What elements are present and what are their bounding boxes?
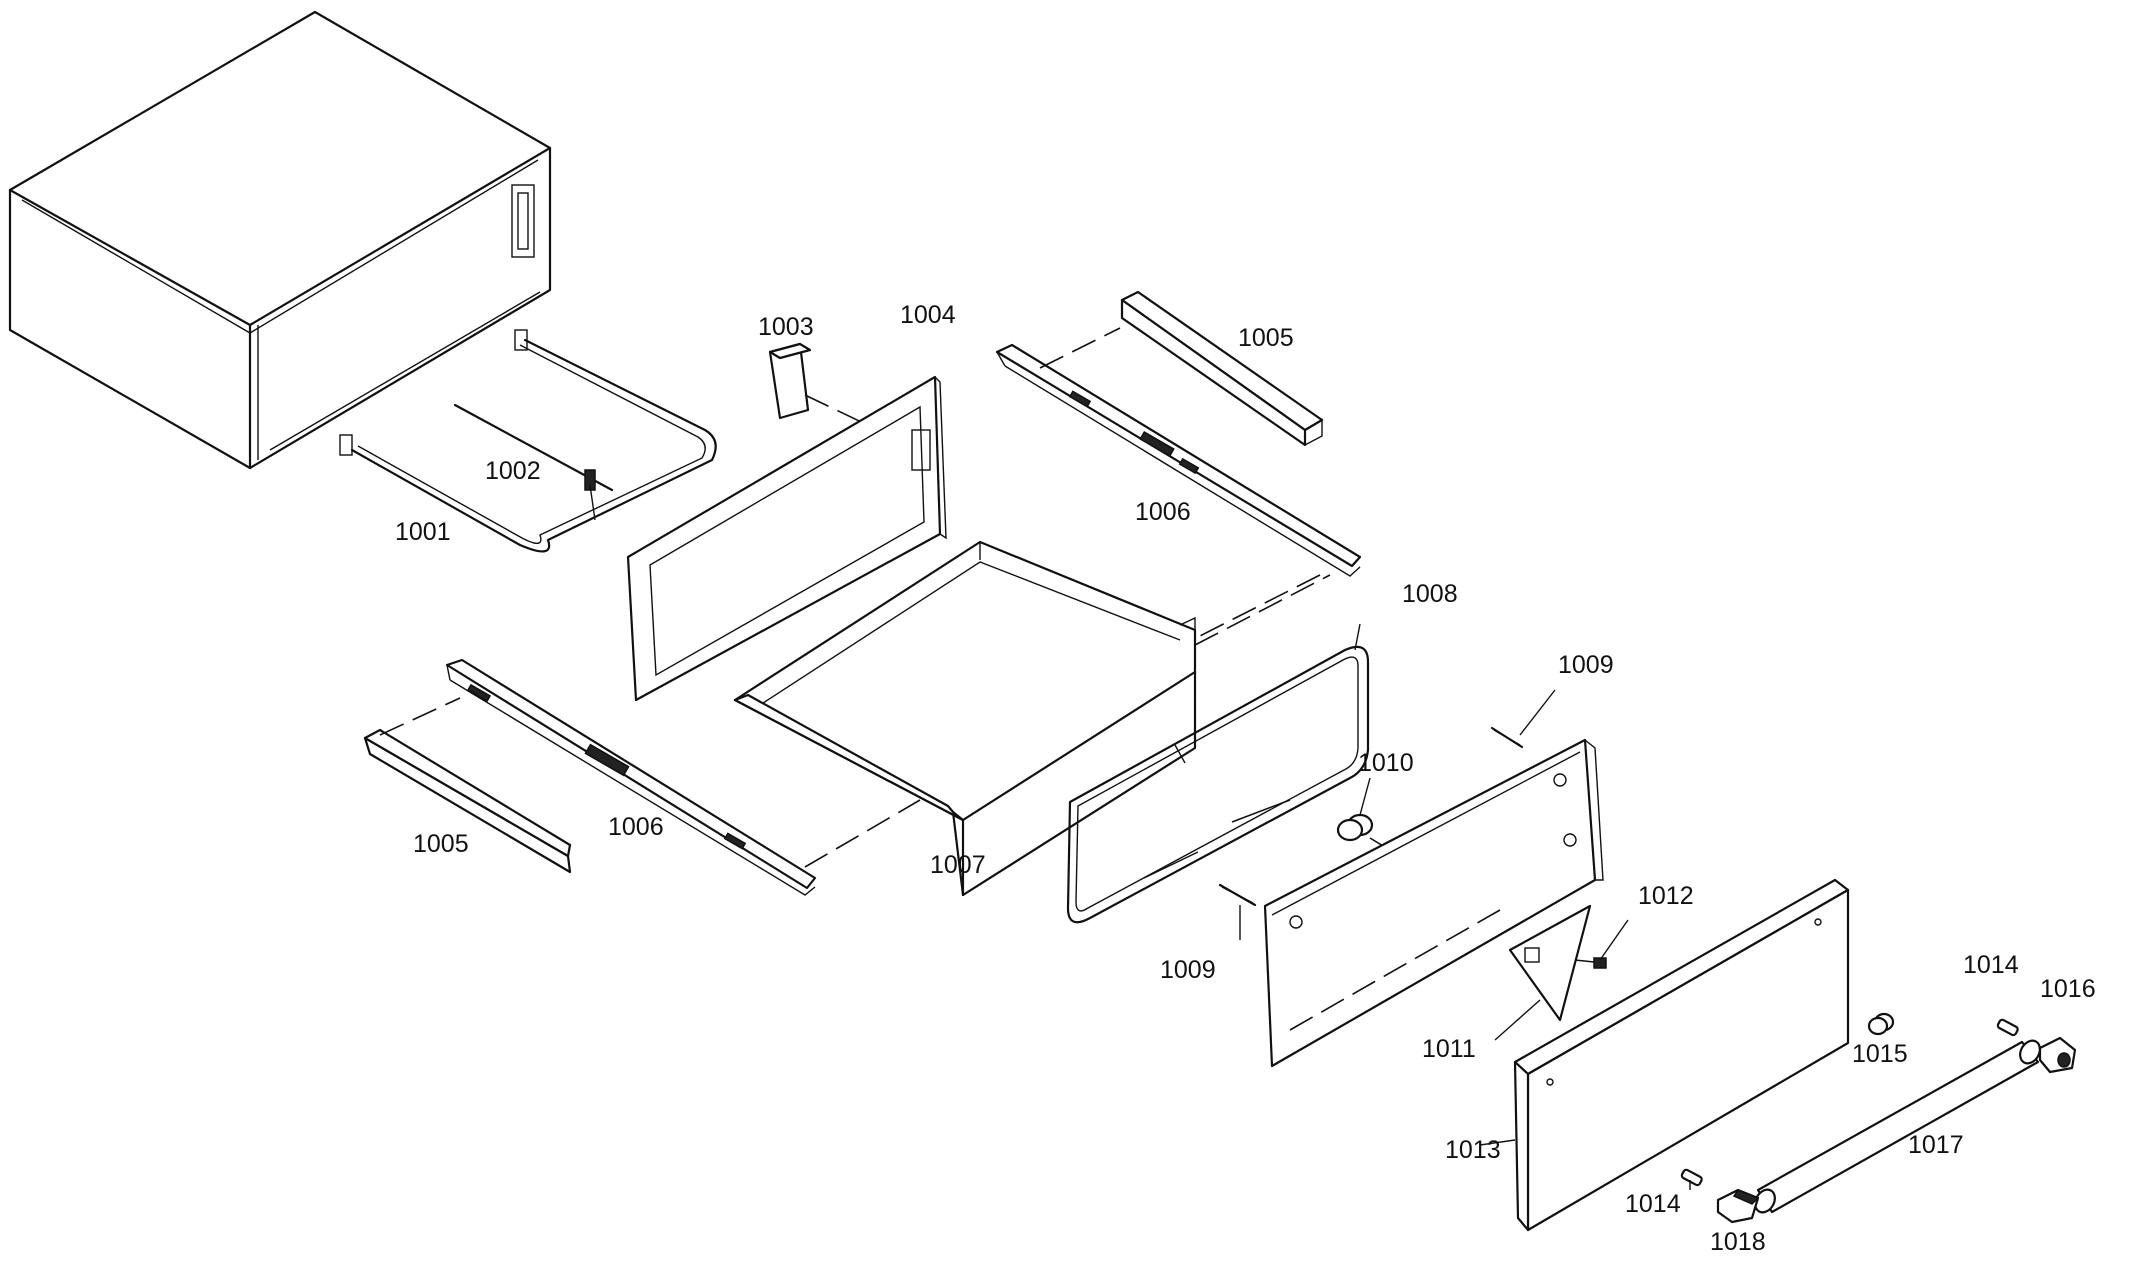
part-1005-bracket-lower bbox=[363, 697, 572, 874]
part-1006-slide-rail-lower bbox=[445, 658, 921, 896]
label-1014-upper: 1014 bbox=[1963, 951, 2019, 979]
label-1005-lower: 1005 bbox=[413, 830, 469, 858]
leader-lines bbox=[589, 484, 1691, 1190]
label-1016: 1016 bbox=[2040, 975, 2096, 1003]
part-1001-heating-element bbox=[339, 329, 717, 553]
part-1015-bushing bbox=[1867, 1012, 1895, 1036]
part-1016-end-cap bbox=[2038, 1036, 2077, 1074]
label-1015: 1015 bbox=[1852, 1040, 1908, 1068]
part-1008-gasket bbox=[1066, 645, 1370, 924]
cabinet-housing bbox=[8, 10, 552, 470]
part-1009-hinge-strips bbox=[1143, 799, 1291, 879]
part-1007-drawer bbox=[733, 540, 1331, 897]
part-1002-sensor-rod bbox=[453, 403, 614, 492]
label-1013: 1013 bbox=[1445, 1136, 1501, 1164]
label-1001: 1001 bbox=[395, 518, 451, 546]
part-1014-pin-upper bbox=[1996, 1018, 2019, 1037]
label-1006-upper: 1006 bbox=[1135, 498, 1191, 526]
label-1011: 1011 bbox=[1422, 1035, 1476, 1063]
label-1007: 1007 bbox=[930, 851, 986, 879]
label-1018: 1018 bbox=[1710, 1228, 1766, 1256]
label-1006-lower: 1006 bbox=[608, 813, 664, 841]
part-1017-handle-bar bbox=[1754, 1039, 2041, 1214]
label-1008: 1008 bbox=[1402, 580, 1458, 608]
label-1017: 1017 bbox=[1908, 1131, 1964, 1159]
part-1006-slide-rail-upper bbox=[995, 327, 1362, 641]
part-1014-pin-lower bbox=[1680, 1168, 1703, 1187]
label-1005-upper: 1005 bbox=[1238, 324, 1294, 352]
part-labels: 1001 1002 1003 1004 1005 1005 1006 1006 … bbox=[395, 301, 2096, 1256]
label-1009-upper: 1009 bbox=[1558, 651, 1614, 679]
part-1018-end-cap bbox=[1716, 1188, 1760, 1224]
part-1013-front-panel bbox=[1513, 878, 1850, 1232]
part-1012-screw bbox=[1574, 957, 1607, 969]
part-1011-cam-plate bbox=[1508, 904, 1592, 1022]
part-1009-pin-upper bbox=[1490, 726, 1524, 749]
part-1004-front-frame bbox=[626, 375, 947, 702]
label-1009-lower: 1009 bbox=[1160, 956, 1216, 984]
label-1012: 1012 bbox=[1638, 882, 1694, 910]
label-1010: 1010 bbox=[1358, 749, 1414, 777]
label-1002: 1002 bbox=[485, 457, 541, 485]
label-1014-lower: 1014 bbox=[1625, 1190, 1681, 1218]
part-1005-bracket-upper bbox=[1120, 290, 1324, 447]
inner-door-panel bbox=[1263, 738, 1604, 1068]
label-1003: 1003 bbox=[758, 313, 814, 341]
part-1009-pin-lower bbox=[1218, 883, 1257, 907]
label-1004: 1004 bbox=[900, 301, 956, 329]
